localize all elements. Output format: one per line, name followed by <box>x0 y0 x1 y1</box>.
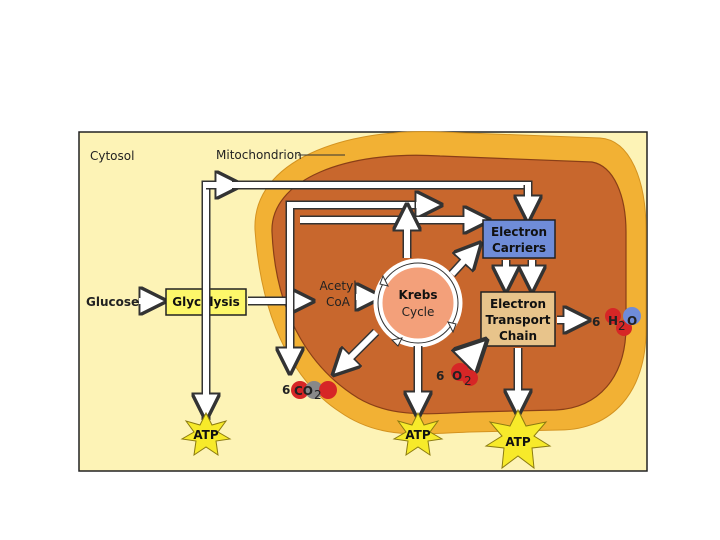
krebs-cycle-arrowheads <box>379 274 457 347</box>
o2-molecule: 6 O 2 <box>436 363 478 388</box>
co2-formula: CO <box>294 384 313 398</box>
co2-molecule: 6 CO 2 <box>282 381 337 402</box>
cytosol-label: Cytosol <box>90 149 134 163</box>
h2o-coefficient: 6 <box>592 315 600 329</box>
o2-o: O <box>452 369 462 383</box>
carriers-label-line1: Electron <box>491 225 547 239</box>
etc-label-line3: Chain <box>499 329 537 343</box>
electron-carriers-box <box>482 219 556 259</box>
mitochondrion-label: Mitochondrion <box>216 148 302 162</box>
co2-sub: 2 <box>314 388 322 402</box>
carriers-to-etc-arrows <box>506 260 532 282</box>
atp-feed-line-glycolysis <box>201 185 232 420</box>
h2o-molecule: 6 H 2 O <box>592 307 641 336</box>
atp-label-etc: ATP <box>505 435 531 449</box>
atp-label-krebs: ATP <box>405 428 431 442</box>
krebs-to-carriers-arrow <box>448 250 474 278</box>
carriers-label-line2: Carriers <box>492 241 546 255</box>
acetylcoa-label-line2: CoA <box>326 295 351 309</box>
h2o-h: H <box>608 314 618 328</box>
o2-sub: 2 <box>464 374 472 388</box>
krebs-label-line1: Krebs <box>398 288 437 302</box>
h2o-sub: 2 <box>618 319 626 333</box>
atp-star-glycolysis: ATP <box>180 411 232 457</box>
co2-coefficient: 6 <box>282 383 290 397</box>
o2-to-etc-arrow <box>466 348 478 360</box>
atp-star-krebs: ATP <box>392 411 444 457</box>
acetylcoa-label-line1: Acetyl <box>319 279 356 293</box>
krebs-to-co2-arrow <box>340 328 380 368</box>
atp-label-glycolysis: ATP <box>193 428 219 442</box>
h2o-o: O <box>627 314 637 328</box>
electron-transport-chain-box <box>480 291 556 347</box>
etc-label-line1: Electron <box>490 297 546 311</box>
atp-star-etc: ATP <box>484 408 552 470</box>
glucose-label: Glucose <box>86 295 139 309</box>
o2-coefficient: 6 <box>436 369 444 383</box>
etc-label-line2: Transport <box>485 313 550 327</box>
krebs-label-line2: Cycle <box>402 305 435 319</box>
